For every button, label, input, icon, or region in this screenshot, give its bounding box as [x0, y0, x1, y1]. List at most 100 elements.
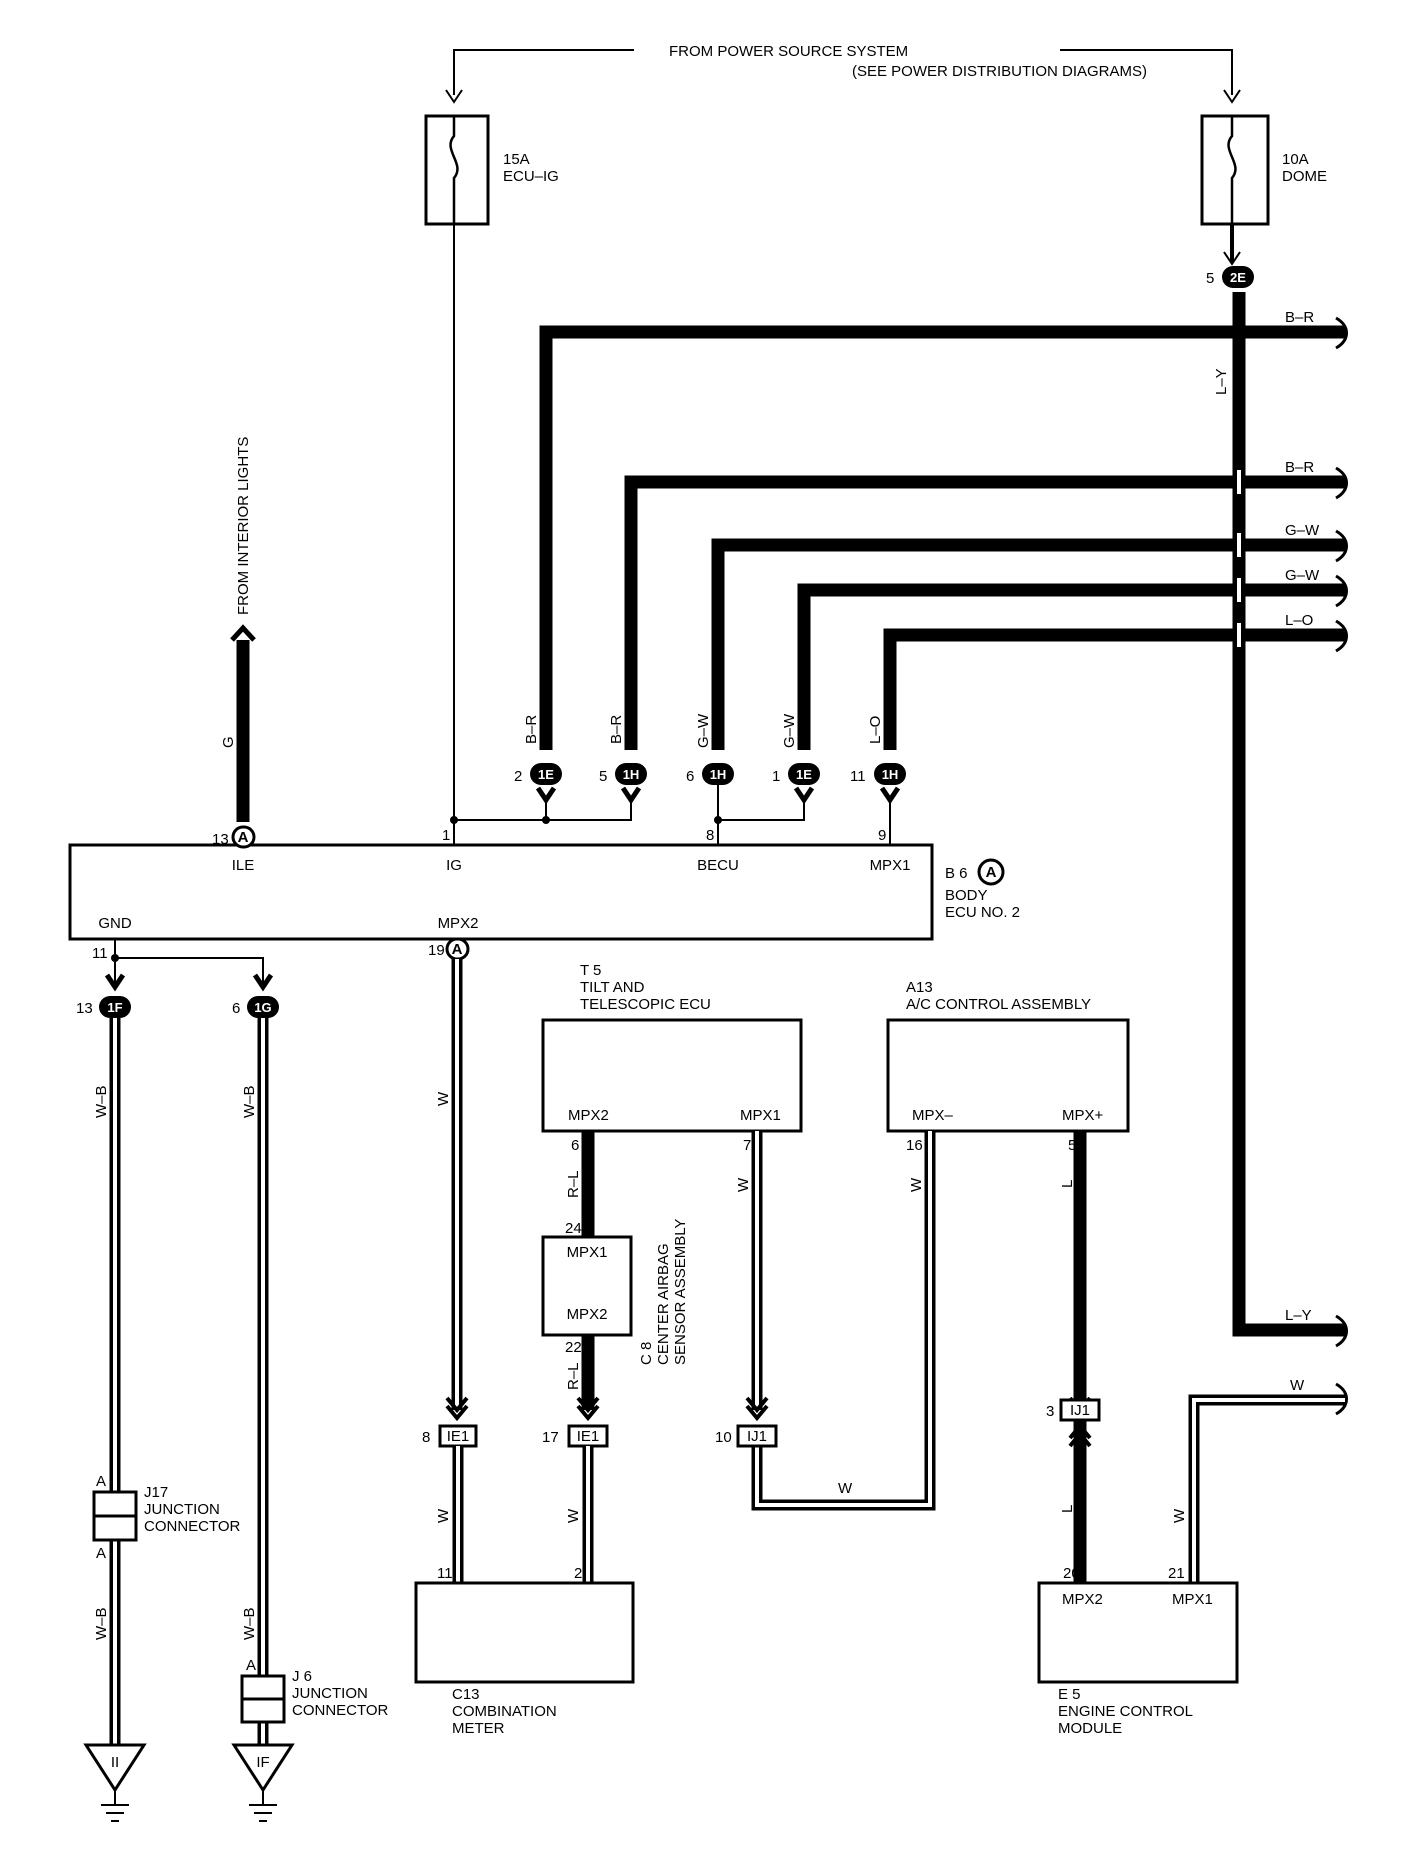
connector-ij1: IJ1 10	[715, 1424, 778, 1448]
svg-text:TELESCOPIC ECU: TELESCOPIC ECU	[580, 996, 711, 1013]
wire-label-br: B–R	[1285, 309, 1314, 326]
svg-text:IE1: IE1	[447, 1428, 470, 1445]
wire-label-g: G	[220, 736, 237, 748]
wire-gnd-branch	[115, 957, 264, 990]
wire-label-lo: L–O	[1285, 612, 1313, 629]
engine-control-module: MPX2 MPX1 20 21 E 5 ENGINE CONTROL MODUL…	[1037, 1565, 1239, 1737]
fuse-icon	[1227, 116, 1237, 224]
wire-label-w: W	[565, 1508, 582, 1523]
connector-2e: 2E 5	[1206, 266, 1254, 288]
svg-text:17: 17	[542, 1429, 559, 1446]
wire-label-wb: W–B	[93, 1607, 110, 1640]
connector-1e: 1E 2	[514, 763, 562, 785]
body-ecu-box	[68, 843, 934, 941]
tilt-telescopic-ecu: T 5 TILT AND TELESCOPIC ECU MPX2 MPX1 6 …	[541, 962, 803, 1154]
svg-text:METER: METER	[452, 1720, 505, 1737]
svg-text:MPX+: MPX+	[1062, 1107, 1104, 1124]
svg-text:10: 10	[715, 1429, 732, 1446]
svg-text:1: 1	[772, 768, 780, 785]
wire-lo	[883, 628, 1345, 750]
fuse-dome: 10A DOME	[1200, 114, 1327, 226]
thick-wires	[236, 292, 1345, 1337]
svg-text:A: A	[452, 941, 463, 958]
wire-label-wb: W–B	[241, 1085, 258, 1118]
connector-a-icon	[977, 858, 1005, 886]
connector-a-ile: A	[231, 825, 256, 849]
svg-text:J17: J17	[144, 1484, 168, 1501]
wire-w-ecm-mpx1	[1188, 1394, 1345, 1583]
splice-dot	[542, 816, 550, 824]
svg-text:1H: 1H	[710, 767, 727, 782]
combination-meter: 11 2 C13 COMBINATION METER	[414, 1565, 635, 1737]
wire-label-gw: G–W	[1285, 567, 1320, 584]
svg-text:5: 5	[599, 768, 607, 785]
ground-icon	[231, 1743, 295, 1793]
svg-text:11: 11	[437, 1565, 453, 1582]
svg-text:(SEE POWER DISTRIBUTION DIAGRA: (SEE POWER DISTRIBUTION DIAGRAMS)	[852, 63, 1147, 80]
wire-br-1	[539, 325, 1345, 750]
fuse-ecu-ig: 15A ECU–IG	[424, 114, 559, 226]
wire-br-2	[624, 475, 1345, 750]
ac-control-assembly: A13 A/C CONTROL ASSEMBLY MPX– MPX+ 16 5	[886, 979, 1130, 1154]
svg-text:C13: C13	[452, 1686, 480, 1703]
wire-label-wb: W–B	[93, 1085, 110, 1118]
wire-label-ly: L–Y	[1285, 1307, 1312, 1324]
wire-label-w: W	[1171, 1508, 1188, 1523]
svg-text:IE1: IE1	[577, 1428, 600, 1445]
splice-dot	[450, 816, 458, 824]
svg-text:IF: IF	[256, 1754, 269, 1771]
svg-text:11: 11	[850, 768, 866, 785]
svg-text:22: 22	[565, 1339, 582, 1356]
connector-1h: 1H 6	[686, 763, 734, 785]
body-ecu: ILE IG BECU MPX1 GND MPX2 13 1 8 9 11 19…	[68, 827, 1020, 962]
svg-text:8: 8	[706, 827, 714, 844]
wire-label-rl: R–L	[565, 1170, 582, 1198]
splice-dot	[111, 954, 119, 962]
wire-label-w: W	[838, 1480, 853, 1497]
wire-label-gw: G–W	[695, 713, 712, 748]
svg-text:MPX2: MPX2	[567, 1306, 608, 1323]
wire-label-gw: G–W	[781, 713, 798, 748]
connector-1f: 1F 13	[76, 996, 131, 1018]
svg-text:6: 6	[686, 768, 694, 785]
airbag-box	[541, 1235, 633, 1337]
svg-text:5: 5	[1206, 270, 1214, 287]
svg-text:13: 13	[76, 1000, 93, 1017]
svg-text:CONNECTOR: CONNECTOR	[144, 1518, 241, 1535]
wire-ends	[1335, 316, 1348, 1416]
tilt-ecu-box	[541, 1018, 803, 1133]
ground-if: IF	[231, 1743, 295, 1822]
svg-text:A13: A13	[906, 979, 933, 996]
interior-lights-label: FROM INTERIOR LIGHTS	[235, 437, 252, 615]
svg-text:IJ1: IJ1	[747, 1428, 767, 1445]
svg-text:2E: 2E	[1230, 270, 1246, 285]
svg-text:GND: GND	[98, 915, 132, 932]
svg-text:MPX2: MPX2	[1062, 1591, 1103, 1608]
wire-label-gw: G–W	[1285, 522, 1320, 539]
svg-text:CENTER AIRBAG: CENTER AIRBAG	[655, 1243, 672, 1365]
svg-text:MPX2: MPX2	[568, 1107, 609, 1124]
power-line-right	[1060, 49, 1233, 95]
power-line-left	[453, 49, 634, 95]
svg-text:15A: 15A	[503, 151, 530, 168]
junction-connector-j17: A A J17 JUNCTION CONNECTOR	[92, 1473, 241, 1562]
svg-text:20: 20	[1063, 1565, 1080, 1582]
svg-text:SENSOR ASSEMBLY: SENSOR ASSEMBLY	[672, 1219, 689, 1365]
svg-text:A/C CONTROL ASSEMBLY: A/C CONTROL ASSEMBLY	[906, 996, 1091, 1013]
svg-text:JUNCTION: JUNCTION	[292, 1685, 368, 1702]
svg-text:21: 21	[1168, 1565, 1185, 1582]
svg-text:8: 8	[422, 1429, 430, 1446]
svg-text:E 5: E 5	[1058, 1686, 1081, 1703]
connector-1e: 1E 1	[772, 763, 820, 785]
junction-connector-j6: A J 6 JUNCTION CONNECTOR	[240, 1657, 389, 1724]
wire-gw-2	[797, 583, 1345, 750]
svg-text:1H: 1H	[623, 767, 640, 782]
svg-text:6: 6	[232, 1000, 240, 1017]
wire-label-w: W	[435, 1091, 452, 1106]
svg-text:MPX1: MPX1	[1172, 1591, 1213, 1608]
wire-label-w: W	[908, 1177, 925, 1192]
svg-text:BECU: BECU	[697, 857, 739, 874]
svg-text:B 6: B 6	[945, 865, 968, 882]
wire-gw-1	[711, 538, 1345, 750]
